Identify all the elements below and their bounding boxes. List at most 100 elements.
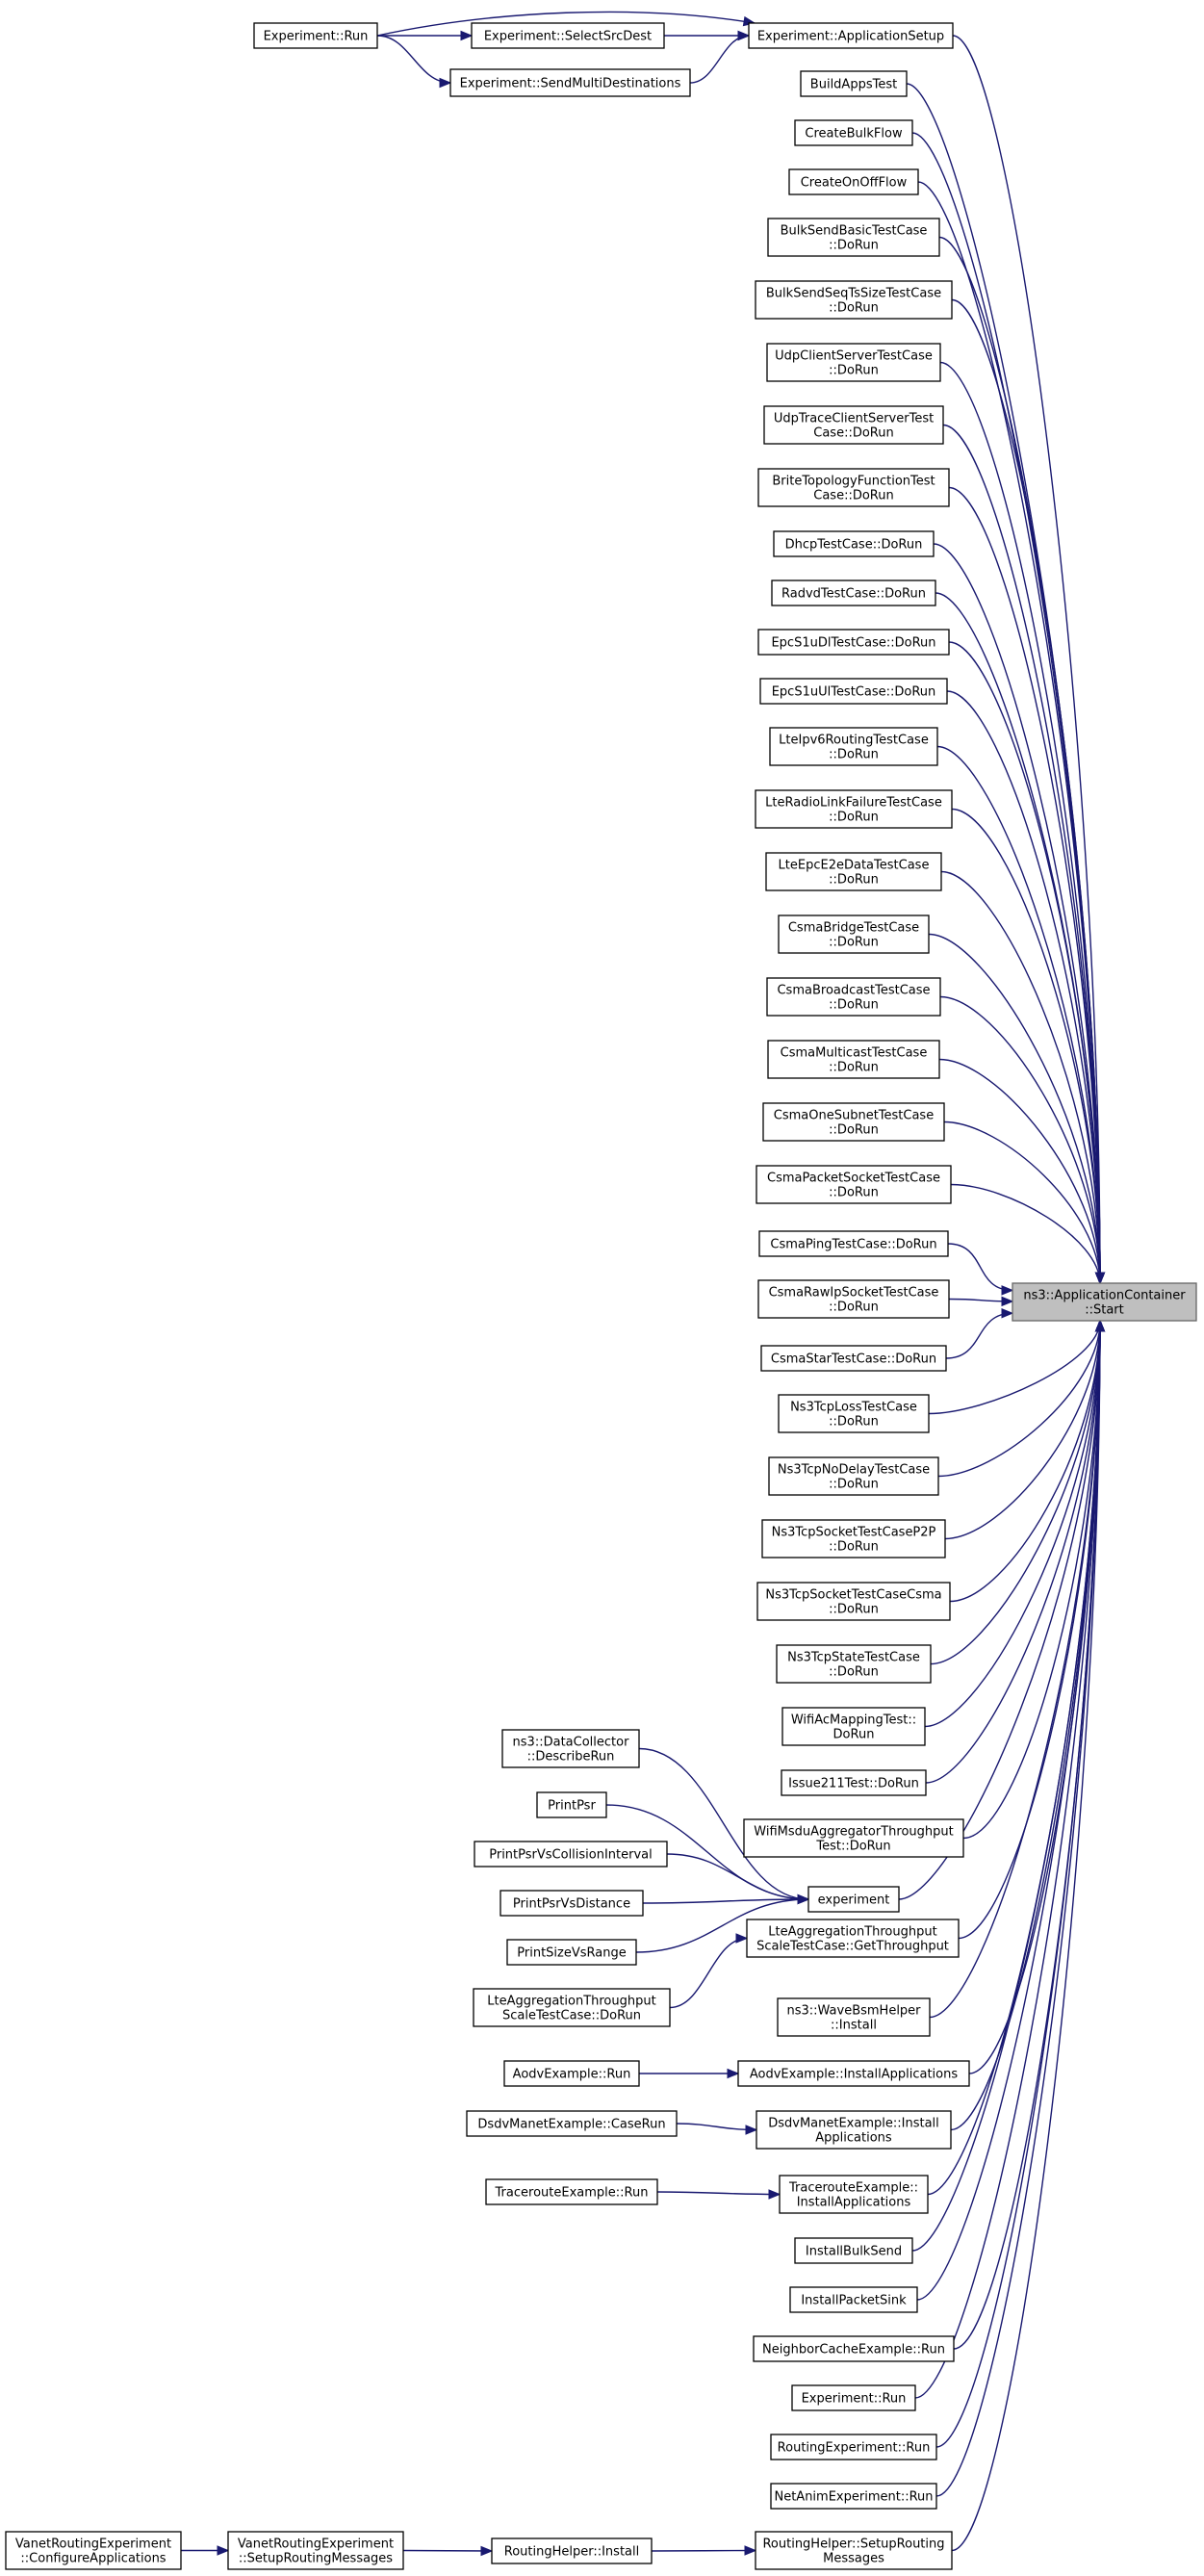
node-epc-dl[interactable]: EpcS1uDlTestCase::DoRun [757, 629, 950, 656]
node-csma-raw-ip[interactable]: CsmaRawIpSocketTestCase::DoRun [757, 1279, 950, 1319]
node-tcp-state[interactable]: Ns3TcpStateTestCase::DoRun [776, 1644, 932, 1684]
node-label: Issue211Test::DoRun [788, 1777, 919, 1791]
node-box [536, 1791, 607, 1818]
node-app-setup[interactable]: Experiment::ApplicationSetup [748, 22, 954, 49]
node-aodv-run[interactable]: AodvExample::Run [503, 2060, 640, 2087]
node-lte-ipv6[interactable]: LteIpv6RoutingTestCase::DoRun [769, 727, 938, 766]
node-csma-mcast[interactable]: CsmaMulticastTestCase::DoRun [767, 1040, 940, 1079]
node-box [767, 218, 940, 257]
node-box [501, 1729, 640, 1768]
node-label: EpcS1uUlTestCase::DoRun [772, 685, 936, 700]
call-edge [952, 35, 1101, 1284]
node-net-anim-run[interactable]: NetAnimExperiment::Run [770, 2483, 937, 2510]
node-udp-cs[interactable]: UdpClientServerTestCase::DoRun [766, 343, 941, 382]
node-label: PrintSizeVsRange [517, 1946, 626, 1961]
node-box [753, 2335, 955, 2362]
target-node[interactable]: ns3::ApplicationContainer::Start [1012, 1282, 1197, 1322]
node-wave-bsm[interactable]: ns3::WaveBsmHelper::Install [777, 1997, 931, 2037]
node-dhcp[interactable]: DhcpTestCase::DoRun [773, 530, 935, 557]
edge-arrowhead [460, 30, 474, 41]
node-neighbor-run[interactable]: NeighborCacheExample::Run [753, 2335, 955, 2362]
node-exp-run2[interactable]: Experiment::Run [791, 2384, 916, 2411]
node-experiment[interactable]: experiment [807, 1886, 900, 1913]
node-print-psr-dist[interactable]: PrintPsrVsDistance [500, 1890, 644, 1917]
node-send-multi[interactable]: Experiment::SendMultiDestinations [449, 68, 691, 97]
node-routing-exp-run[interactable]: RoutingExperiment::Run [770, 2434, 937, 2460]
edge-arrowhead [735, 1933, 749, 1944]
node-label: ::DoRun [829, 748, 879, 762]
node-label: ::DoRun [829, 1061, 879, 1075]
node-label: ::DoRun [829, 239, 879, 253]
node-label: RoutingHelper::SetupRouting [762, 2537, 944, 2552]
node-install-bulk[interactable]: InstallBulkSend [794, 2237, 913, 2264]
node-trace-install[interactable]: TracerouteExample::InstallApplications [779, 2175, 929, 2214]
edge-arrowhead [737, 30, 751, 41]
node-csma-star[interactable]: CsmaStarTestCase::DoRun [760, 1345, 947, 1372]
node-lte-rlf[interactable]: LteRadioLinkFailureTestCase::DoRun [755, 789, 953, 829]
node-csma-pkt-sock[interactable]: CsmaPacketSocketTestCase::DoRun [756, 1165, 952, 1204]
node-label: BriteTopologyFunctionTest [772, 475, 935, 489]
call-edge [635, 1898, 809, 1953]
node-routing-setup[interactable]: RoutingHelper::SetupRoutingMessages [755, 2531, 953, 2570]
node-label: experiment [818, 1893, 890, 1908]
node-csma-bridge[interactable]: CsmaBridgeTestCase::DoRun [778, 914, 930, 954]
node-box [771, 580, 936, 606]
node-print-psr-coll[interactable]: PrintPsrVsCollisionInterval [474, 1841, 668, 1868]
node-bulk-flow[interactable]: CreateBulkFlow [794, 119, 913, 146]
node-label: ::DoRun [829, 873, 879, 888]
node-tcp-p2-p[interactable]: Ns3TcpSocketTestCaseP2P::DoRun [761, 1519, 946, 1558]
node-box [491, 2537, 653, 2564]
node-build-apps[interactable]: BuildAppsTest [800, 70, 908, 97]
call-edge [951, 1320, 1101, 2552]
node-bulk-basic[interactable]: BulkSendBasicTestCase::DoRun [767, 218, 940, 257]
node-box [743, 1818, 964, 1858]
node-vanet-config[interactable]: VanetRoutingExperiment::ConfigureApplica… [5, 2531, 182, 2570]
call-edge [949, 1320, 1101, 1603]
node-label: Ns3TcpSocketTestCaseCsma [765, 1588, 941, 1603]
node-on-off-flow[interactable]: CreateOnOffFlow [788, 168, 919, 195]
node-describe-run[interactable]: ns3::DataCollector::DescribeRun [501, 1729, 640, 1768]
node-print-size[interactable]: PrintSizeVsRange [506, 1939, 637, 1966]
call-edge [651, 2549, 756, 2552]
node-select-src-dest[interactable]: Experiment::SelectSrcDest [471, 22, 665, 49]
node-lte-epc-e2e[interactable]: LteEpcE2eDataTestCase::DoRun [765, 852, 942, 891]
node-trace-run[interactable]: TracerouteExample::Run [485, 2178, 658, 2205]
node-issue211[interactable]: Issue211Test::DoRun [781, 1769, 927, 1796]
node-tcp-loss[interactable]: Ns3TcpLossTestCase::DoRun [778, 1394, 930, 1433]
node-label: CsmaPingTestCase::DoRun [770, 1238, 936, 1252]
node-print-psr[interactable]: PrintPsr [536, 1791, 607, 1818]
node-tcp-no-delay[interactable]: Ns3TcpNoDelayTestCase::DoRun [768, 1456, 939, 1496]
node-epc-ul[interactable]: EpcS1uUlTestCase::DoRun [759, 678, 948, 705]
node-install-sink[interactable]: InstallPacketSink [789, 2286, 918, 2313]
node-dsdv-install[interactable]: DsdvManetExample::InstallApplications [756, 2110, 952, 2150]
node-bulk-seq[interactable]: BulkSendSeqTsSizeTestCase::DoRun [755, 280, 953, 320]
node-radvd[interactable]: RadvdTestCase::DoRun [771, 580, 936, 606]
node-csma-ping[interactable]: CsmaPingTestCase::DoRun [758, 1230, 949, 1257]
node-box [253, 22, 378, 49]
node-label: ::Start [1085, 1303, 1124, 1318]
node-vanet-setup[interactable]: VanetRoutingExperiment::SetupRoutingMess… [227, 2531, 404, 2570]
node-exp-run[interactable]: Experiment::Run [253, 22, 378, 49]
node-csma-bcast[interactable]: CsmaBroadcastTestCase::DoRun [766, 977, 941, 1017]
call-edge [940, 870, 1101, 1284]
node-label: ::DoRun [829, 1665, 879, 1680]
node-label: ::DoRun [829, 301, 879, 316]
node-label: Case::DoRun [813, 426, 893, 441]
call-edge [929, 1320, 1101, 2019]
node-wifi-ac[interactable]: WifiAcMappingTest::DoRun [781, 1707, 926, 1746]
node-lte-agg-get[interactable]: LteAggregationThroughputScaleTestCase::G… [746, 1919, 960, 1958]
node-aodv-install[interactable]: AodvExample::InstallApplications [737, 2060, 970, 2087]
node-box [800, 70, 908, 97]
node-lte-agg-do-run[interactable]: LteAggregationThroughputScaleTestCase::D… [473, 1988, 671, 2027]
node-tcp-csma[interactable]: Ns3TcpSocketTestCaseCsma::DoRun [756, 1582, 951, 1621]
node-label: CsmaPacketSocketTestCase [767, 1172, 940, 1186]
node-routing-install[interactable]: RoutingHelper::Install [491, 2537, 653, 2564]
call-edge [944, 1320, 1101, 1540]
node-csma-one-sub[interactable]: CsmaOneSubnetTestCase::DoRun [762, 1102, 945, 1142]
node-dsdv-case[interactable]: DsdvManetExample::CaseRun [466, 2110, 678, 2137]
node-label: ns3::ApplicationContainer [1023, 1289, 1186, 1303]
node-label: Experiment::SelectSrcDest [484, 30, 652, 44]
